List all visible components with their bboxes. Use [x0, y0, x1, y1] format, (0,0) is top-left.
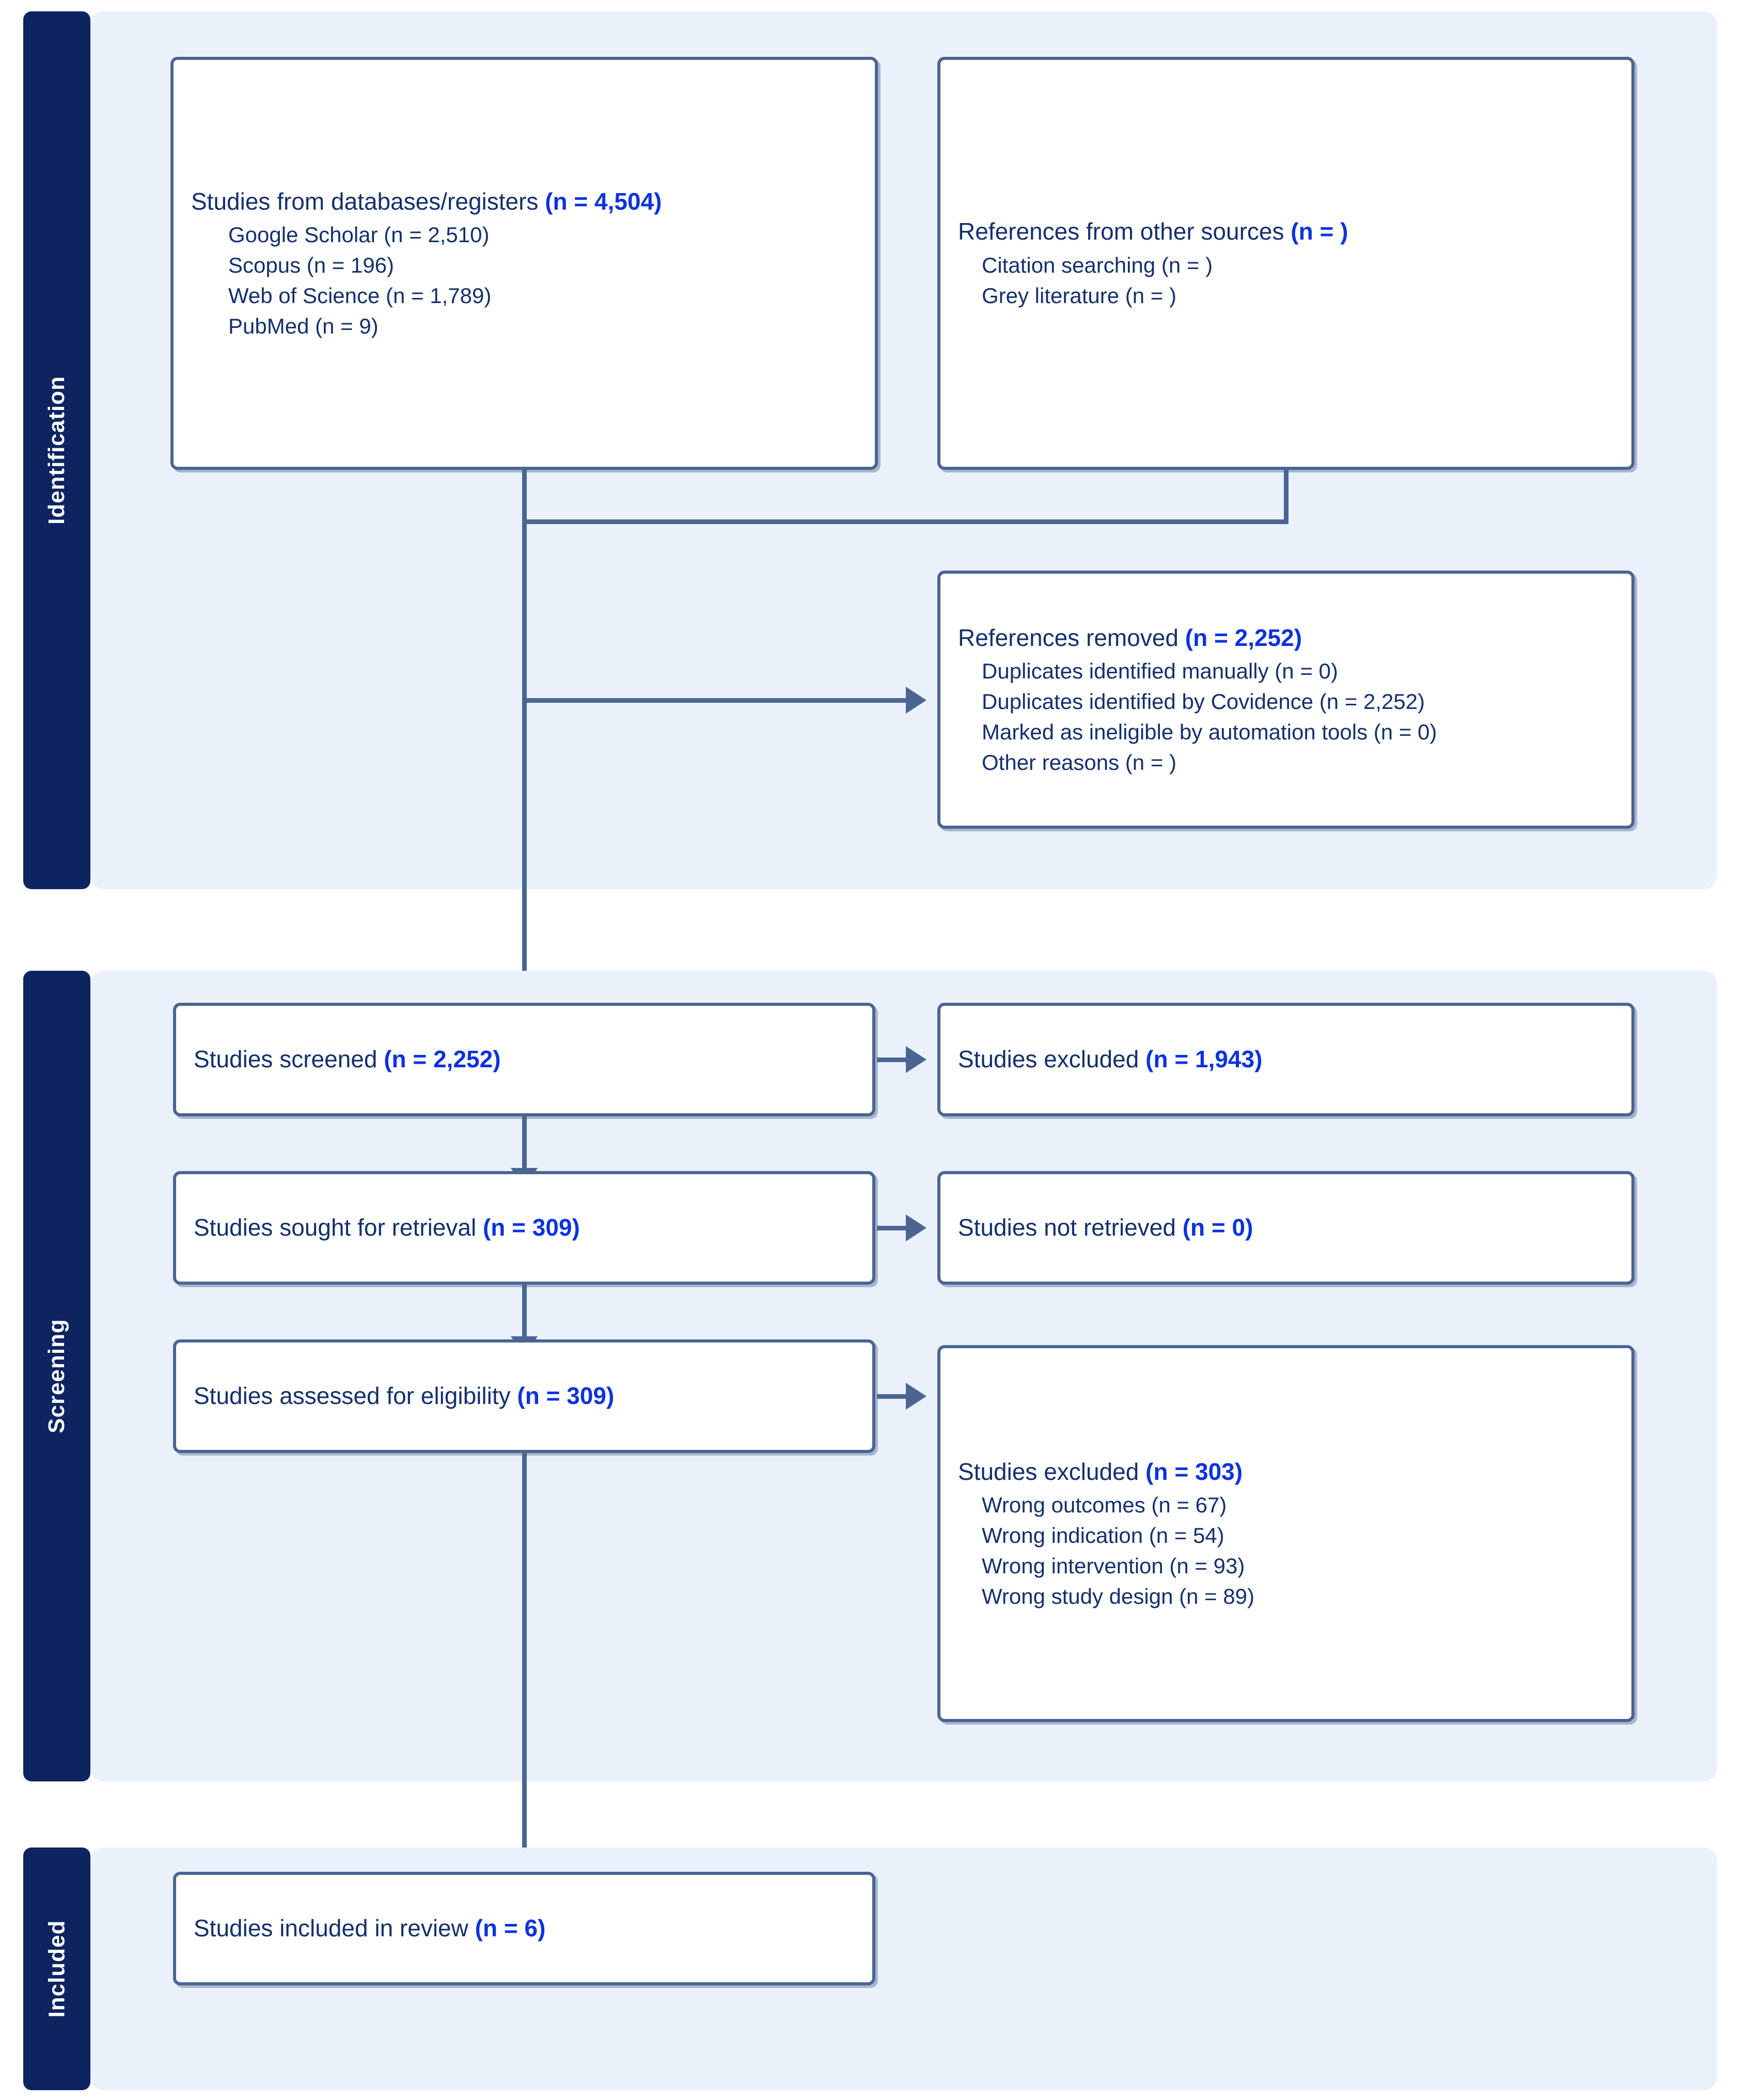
box-studies-assessed-eligibility-title-text: Studies assessed for eligibility — [194, 1382, 517, 1410]
list-item: Wrong indication (n = 54) — [982, 1523, 1224, 1548]
box-studies-included-review-title-text: Studies included in review — [194, 1915, 475, 1942]
box-studies-excluded-screening-title-text: Studies excluded — [958, 1046, 1146, 1073]
arrow-right-to-excluded-eligibility — [906, 1383, 926, 1410]
box-studies-excluded-eligibility-count: (n = 303) — [1145, 1458, 1243, 1485]
box-references-other-sources-list: Citation searching (n = ) Grey literatur… — [958, 250, 1614, 311]
box-studies-excluded-eligibility-body: Studies excluded (n = 303) Wrong outcome… — [940, 1456, 1631, 1612]
list-item: Duplicates identified by Covidence (n = … — [982, 689, 1425, 714]
box-references-removed-count: (n = 2,252) — [1185, 624, 1302, 651]
box-studies-excluded-eligibility-list: Wrong outcomes (n = 67) Wrong indication… — [958, 1490, 1614, 1612]
box-studies-excluded-screening-title: Studies excluded (n = 1,943) — [958, 1043, 1614, 1076]
list-item: Grey literature (n = ) — [982, 283, 1176, 308]
arrow-right-to-not-retrieved — [906, 1214, 926, 1241]
box-studies-excluded-screening: Studies excluded (n = 1,943) — [937, 1003, 1635, 1116]
box-references-removed-body: References removed (n = 2,252) Duplicate… — [940, 622, 1631, 778]
box-studies-excluded-eligibility-title: Studies excluded (n = 303) — [958, 1456, 1614, 1488]
box-studies-included-review: Studies included in review (n = 6) — [173, 1872, 875, 1985]
box-references-other-sources-count: (n = ) — [1291, 218, 1348, 245]
box-references-other-sources: References from other sources (n = ) Cit… — [937, 57, 1635, 470]
list-item: Wrong outcomes (n = 67) — [982, 1493, 1227, 1518]
box-studies-assessed-eligibility-title: Studies assessed for eligibility (n = 30… — [194, 1380, 855, 1412]
box-references-other-sources-title: References from other sources (n = ) — [958, 215, 1614, 248]
box-studies-not-retrieved-title: Studies not retrieved (n = 0) — [958, 1211, 1614, 1244]
box-references-removed-title: References removed (n = 2,252) — [958, 622, 1614, 654]
list-item: Scopus (n = 196) — [228, 252, 395, 277]
box-studies-excluded-screening-body: Studies excluded (n = 1,943) — [940, 1043, 1631, 1076]
connector-main-vertical-to-included — [522, 1453, 527, 1861]
connector-merge-horizontal — [522, 519, 1289, 524]
box-studies-from-databases-title: Studies from databases/registers (n = 4,… — [191, 185, 857, 218]
connector-sought-to-assessed — [522, 1285, 527, 1344]
box-studies-included-review-body: Studies included in review (n = 6) — [176, 1912, 872, 1945]
arrow-right-to-excluded-screening — [906, 1046, 926, 1073]
box-studies-from-databases: Studies from databases/registers (n = 4,… — [170, 57, 878, 470]
box-studies-included-review-count: (n = 6) — [475, 1915, 546, 1942]
list-item: Google Scholar (n = 2,510) — [228, 223, 490, 247]
box-studies-excluded-screening-count: (n = 1,943) — [1145, 1046, 1263, 1073]
list-item: Marked as ineligible by automation tools… — [982, 719, 1437, 744]
box-studies-assessed-eligibility: Studies assessed for eligibility (n = 30… — [173, 1339, 875, 1453]
box-studies-sought-retrieval: Studies sought for retrieval (n = 309) — [173, 1171, 875, 1285]
box-studies-not-retrieved: Studies not retrieved (n = 0) — [937, 1171, 1635, 1285]
box-studies-excluded-eligibility-title-text: Studies excluded — [958, 1458, 1146, 1485]
box-references-other-sources-body: References from other sources (n = ) Cit… — [940, 215, 1631, 311]
box-references-removed: References removed (n = 2,252) Duplicate… — [937, 571, 1635, 829]
list-item: Wrong study design (n = 89) — [982, 1584, 1255, 1608]
connector-to-references-removed — [522, 698, 907, 703]
stage-label-identification-text: Identification — [44, 376, 69, 525]
box-studies-screened-count: (n = 2,252) — [384, 1046, 501, 1073]
list-item: Wrong intervention (n = 93) — [982, 1553, 1245, 1578]
box-studies-sought-retrieval-title: Studies sought for retrieval (n = 309) — [194, 1211, 855, 1244]
box-studies-not-retrieved-count: (n = 0) — [1182, 1214, 1253, 1241]
list-item: Other reasons (n = ) — [982, 750, 1176, 775]
connector-screened-to-excluded — [877, 1057, 908, 1062]
connector-databases-down — [522, 470, 527, 524]
box-studies-sought-retrieval-title-text: Studies sought for retrieval — [194, 1214, 483, 1241]
box-studies-included-review-title: Studies included in review (n = 6) — [194, 1912, 855, 1945]
stage-label-identification: Identification — [23, 11, 90, 889]
box-studies-from-databases-count: (n = 4,504) — [545, 187, 662, 215]
box-studies-screened-title: Studies screened (n = 2,252) — [194, 1043, 855, 1076]
arrow-right-to-references-removed — [906, 687, 926, 714]
connector-screened-to-sought — [522, 1116, 527, 1176]
connector-other-sources-down — [1284, 470, 1289, 524]
connector-assessed-to-excluded — [877, 1394, 908, 1399]
box-studies-sought-retrieval-body: Studies sought for retrieval (n = 309) — [176, 1211, 872, 1244]
box-studies-screened-title-text: Studies screened — [194, 1046, 384, 1073]
list-item: Citation searching (n = ) — [982, 252, 1213, 277]
list-item: Web of Science (n = 1,789) — [228, 283, 492, 308]
box-studies-from-databases-list: Google Scholar (n = 2,510) Scopus (n = 1… — [191, 220, 857, 341]
box-references-removed-list: Duplicates identified manually (n = 0) D… — [958, 656, 1614, 778]
box-studies-not-retrieved-body: Studies not retrieved (n = 0) — [940, 1211, 1631, 1244]
stage-label-screening-text: Screening — [44, 1319, 69, 1433]
box-studies-not-retrieved-title-text: Studies not retrieved — [958, 1214, 1183, 1241]
list-item: PubMed (n = 9) — [228, 313, 379, 338]
box-studies-sought-retrieval-count: (n = 309) — [482, 1214, 580, 1241]
box-studies-screened-body: Studies screened (n = 2,252) — [176, 1043, 872, 1076]
box-references-other-sources-title-text: References from other sources — [958, 218, 1291, 245]
stage-label-screening: Screening — [23, 971, 90, 1781]
box-studies-from-databases-body: Studies from databases/registers (n = 4,… — [174, 185, 875, 342]
connector-sought-to-not-retrieved — [877, 1226, 908, 1230]
box-references-removed-title-text: References removed — [958, 624, 1185, 651]
list-item: Duplicates identified manually (n = 0) — [982, 659, 1338, 684]
box-studies-screened: Studies screened (n = 2,252) — [173, 1003, 875, 1116]
stage-label-included: Included — [23, 1848, 90, 2090]
box-studies-from-databases-title-text: Studies from databases/registers — [191, 187, 545, 215]
connector-main-vertical-identification — [522, 519, 527, 984]
box-studies-assessed-eligibility-count: (n = 309) — [517, 1382, 615, 1410]
box-studies-excluded-eligibility: Studies excluded (n = 303) Wrong outcome… — [937, 1345, 1635, 1722]
box-studies-assessed-eligibility-body: Studies assessed for eligibility (n = 30… — [176, 1380, 872, 1412]
stage-label-included-text: Included — [44, 1920, 69, 2018]
